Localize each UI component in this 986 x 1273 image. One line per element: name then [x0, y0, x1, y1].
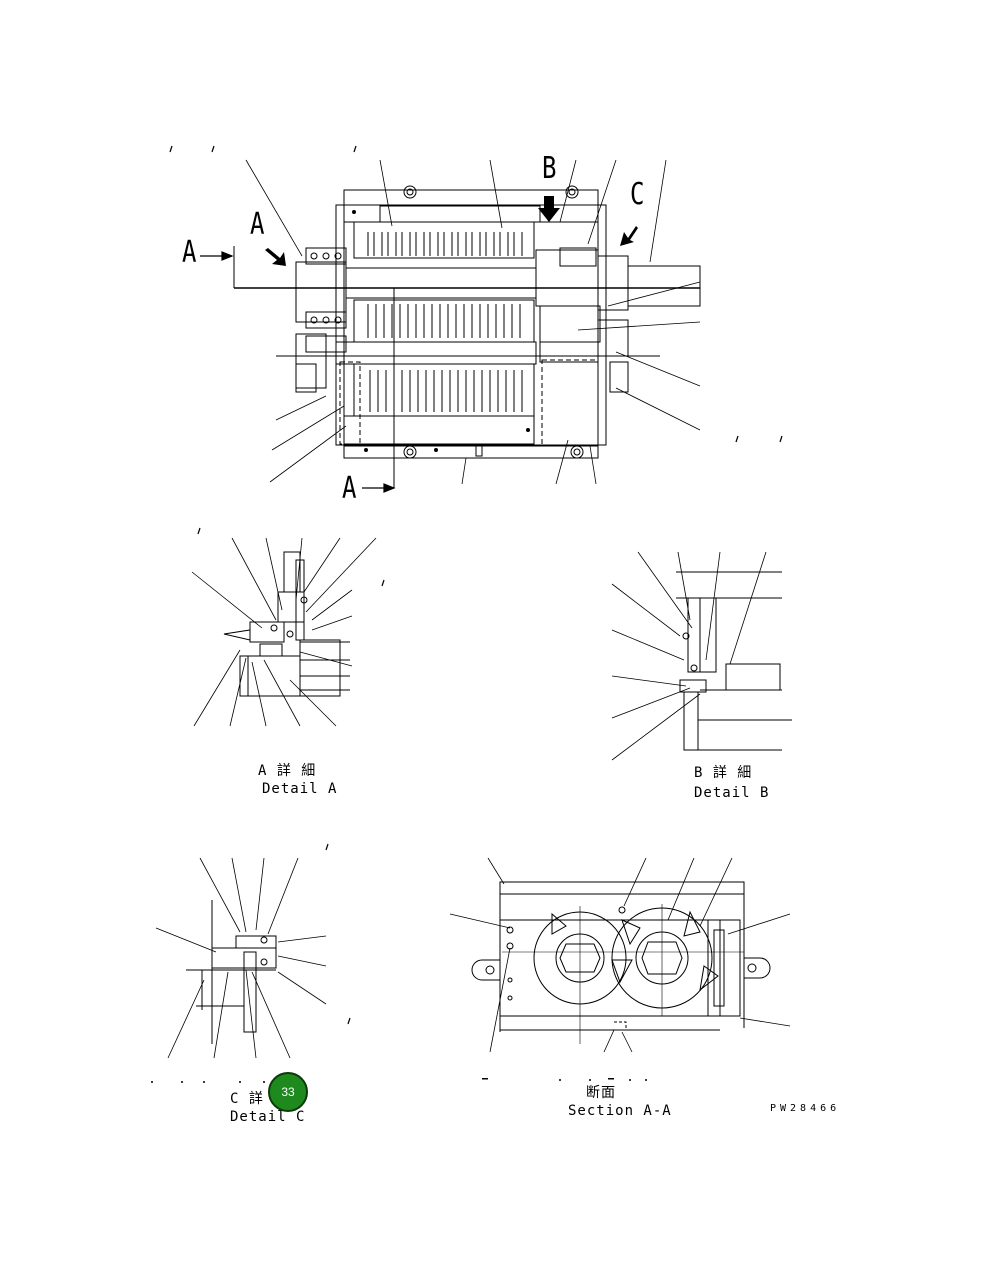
drawing-code: PW28466 [770, 1103, 841, 1114]
label-b-top: B [542, 151, 557, 186]
caption-detail-b-en: Detail B [694, 785, 770, 801]
caption-detail-c-en: Detail C [230, 1109, 306, 1125]
main-assembly-view [169, 145, 783, 493]
caption-detail-c-jp: C 詳 [230, 1091, 264, 1107]
detail-a-view [191, 527, 385, 727]
page-number-badge[interactable]: 33 [268, 1072, 308, 1112]
section-a-a-view [449, 857, 791, 1053]
caption-detail-b-jp: B 詳 細 [694, 765, 753, 781]
arrow-a-bottom [362, 483, 396, 493]
label-c-top: C [630, 177, 645, 212]
caption-section-jp: 断面 [586, 1085, 616, 1101]
caption-section-en: Section A-A [568, 1103, 672, 1119]
arrow-a-left [200, 251, 234, 261]
caption-detail-a-en: Detail A [262, 781, 338, 797]
label-a-left: A [182, 235, 197, 270]
label-a-bottom: A [342, 471, 357, 506]
detail-b-view [611, 551, 792, 761]
label-a-arrow: A [250, 207, 265, 242]
detail-c-view [155, 843, 351, 1059]
caption-detail-a-jp: A 詳 細 [258, 763, 317, 779]
